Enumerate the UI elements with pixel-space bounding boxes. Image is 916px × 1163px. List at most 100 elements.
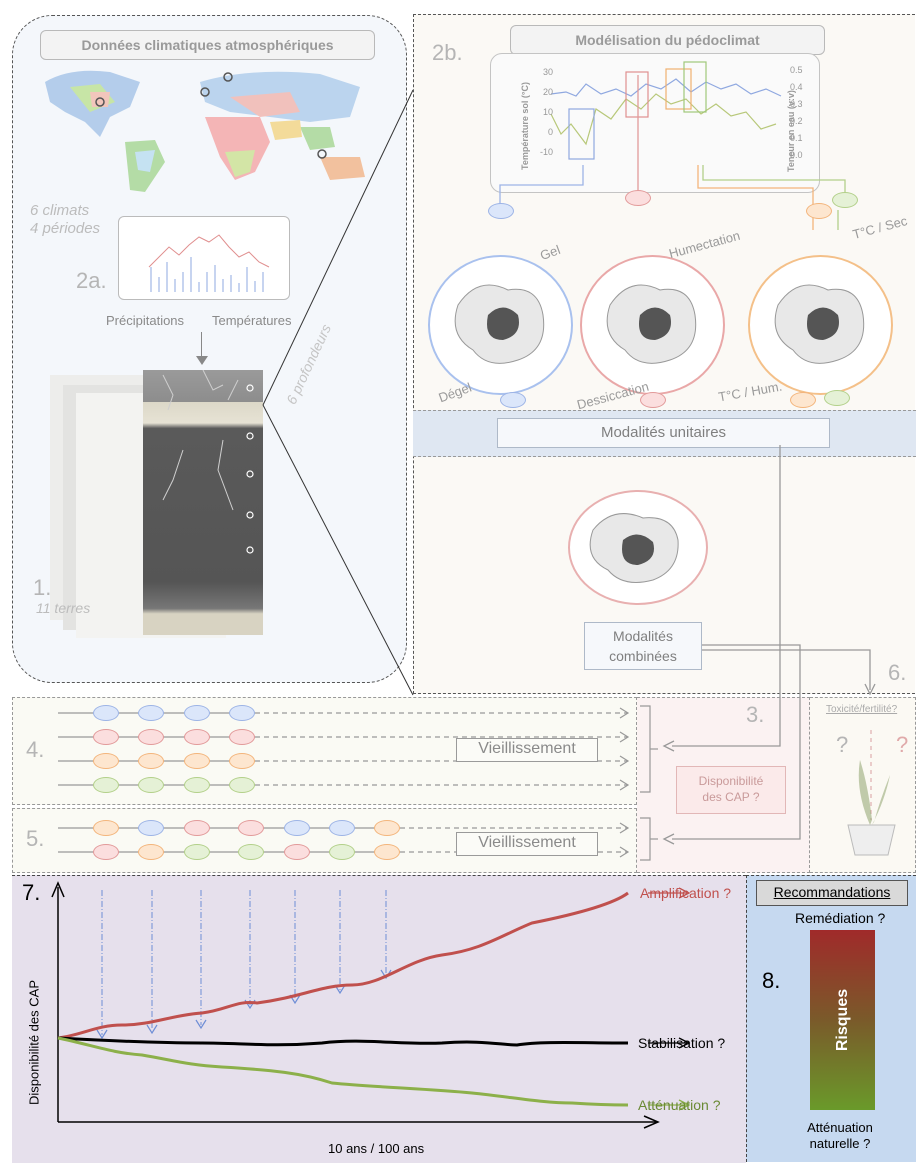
climate-data-title: Données climatiques atmosphériques <box>40 30 375 60</box>
risk-gradient-bar <box>810 930 875 1110</box>
row5-pill <box>374 844 400 860</box>
row4-orange-pill <box>229 753 255 769</box>
row4-green-pill <box>93 777 119 793</box>
aggregate-drawings <box>454 284 865 364</box>
row4-orange-pill <box>184 753 210 769</box>
tick: -10 <box>539 147 553 157</box>
availability-label-2: des CAP ? <box>702 790 760 804</box>
green-node <box>832 192 858 208</box>
combined-label-1: Modalités <box>613 628 673 644</box>
pedoclimate-left-ticks: 30 20 10 0 -10 <box>535 62 553 162</box>
climates-label: 6 climats <box>30 202 90 219</box>
tick: 0.2 <box>790 116 803 126</box>
step-4-label: 4. <box>26 737 45 762</box>
world-map <box>45 70 365 192</box>
row5-pill <box>138 844 164 860</box>
scenario-chart <box>51 881 691 1129</box>
row5-pill <box>329 844 355 860</box>
periods-label: 4 périodes <box>30 220 101 237</box>
row5-pill <box>374 820 400 836</box>
row5-pill <box>238 820 264 836</box>
arrow-head <box>196 356 208 365</box>
pedoclimate-chart <box>490 53 820 193</box>
natural-attenuation-line-2: naturelle ? <box>809 1136 871 1151</box>
step-3-label: 3. <box>746 702 765 727</box>
row5-pill <box>138 820 164 836</box>
step-2a-label: 2a. <box>76 268 107 293</box>
tick: 0.0 <box>790 150 803 160</box>
row4-orange-pill <box>93 753 119 769</box>
row5-pill <box>329 820 355 836</box>
row5-pill <box>184 820 210 836</box>
step-2b-label: 2b. <box>432 40 463 65</box>
tick: 0.4 <box>790 82 803 92</box>
availability-box: Disponibilité des CAP ? <box>676 766 786 814</box>
tick: 20 <box>542 87 553 97</box>
row5-pill <box>284 844 310 860</box>
pedoclimate-title: Modélisation du pédoclimat <box>510 25 825 55</box>
red-node <box>625 190 651 206</box>
tick: 0 <box>547 127 553 137</box>
orange-node-bottom <box>790 392 816 408</box>
plant-pot-icon <box>847 730 896 856</box>
row4-green-pill <box>184 777 210 793</box>
panel-7-scenarios <box>12 875 746 1163</box>
step-6-label: 6. <box>888 660 907 685</box>
natural-attenuation-line-1: Atténuation <box>807 1120 873 1135</box>
combined-label-2: combinées <box>609 648 677 664</box>
row4-green-pill <box>138 777 164 793</box>
step-7-label: 7. <box>22 880 41 905</box>
row4-blue-pill <box>229 705 255 721</box>
arrow-climate-to-soil <box>201 332 202 358</box>
row4-blue-pill <box>93 705 119 721</box>
tick: 0.3 <box>790 99 803 109</box>
remediation-label: Remédiation ? <box>795 910 886 926</box>
risk-label: Risques <box>834 988 851 1052</box>
row5-pill <box>238 844 264 860</box>
availability-label-1: Disponibilité <box>698 774 764 788</box>
row5-pill <box>284 820 310 836</box>
orange-node <box>806 203 832 219</box>
question-mark-left: ? <box>836 732 849 757</box>
amplification-label: Amplification ? <box>640 885 732 901</box>
combined-aggregate <box>589 513 679 583</box>
row4-red-pill <box>229 729 255 745</box>
pedoclimate-right-ticks: 0.5 0.4 0.3 0.2 0.1 0.0 <box>790 62 803 164</box>
row4-orange-pill <box>138 753 164 769</box>
temperatures-label: Températures <box>212 313 292 328</box>
step-1-label: 1. <box>33 575 52 600</box>
attenuation-label: Atténuation ? <box>638 1097 721 1113</box>
soil-roots <box>162 370 254 554</box>
chart-xlabel: 10 ans / 100 ans <box>328 1141 425 1156</box>
aging-label-5: Vieillissement <box>456 832 598 856</box>
row4-red-pill <box>93 729 119 745</box>
blue-node <box>488 203 514 219</box>
tick: 0.5 <box>790 65 803 75</box>
step-5-label: 5. <box>26 826 45 851</box>
soils-label: 11 terres <box>36 600 91 616</box>
toxicity-label: Toxicité/fertilité? <box>826 704 898 715</box>
recommendations-header: Recommandations <box>756 880 908 906</box>
row4-red-pill <box>184 729 210 745</box>
row5-pill <box>184 844 210 860</box>
red-node-bottom <box>640 392 666 408</box>
pedoclimate-connectors <box>499 75 846 230</box>
row4-blue-pill <box>184 705 210 721</box>
question-mark-right: ? <box>896 732 909 757</box>
row4-blue-pill <box>138 705 164 721</box>
tick: 10 <box>542 107 553 117</box>
climate-chart <box>118 216 290 300</box>
tick: 0.1 <box>790 133 803 143</box>
row5-pill <box>93 844 119 860</box>
natural-attenuation-label: Atténuation naturelle ? <box>780 1120 900 1152</box>
row4-green-pill <box>229 777 255 793</box>
green-node-bottom <box>824 390 850 406</box>
soil-profile <box>143 370 263 635</box>
combined-modalities-box: Modalités combinées <box>584 622 702 670</box>
row5-pill <box>93 820 119 836</box>
step-8-label: 8. <box>762 968 781 993</box>
aging-label-4: Vieillissement <box>456 738 598 762</box>
precipitations-label: Précipitations <box>106 313 185 328</box>
tick: 30 <box>542 67 553 77</box>
